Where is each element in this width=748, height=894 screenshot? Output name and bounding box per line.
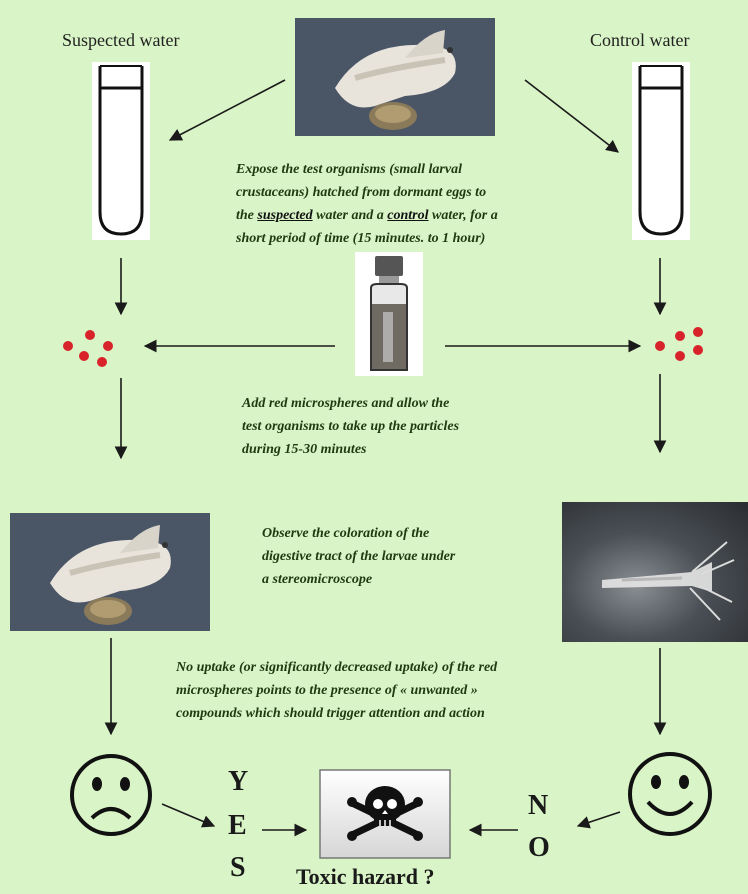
arrow-photo-to-control [525,80,618,152]
arrow-sad-to-yes [162,804,214,826]
arrow-happy-to-no [578,812,620,826]
arrow-photo-to-suspected [170,80,285,140]
